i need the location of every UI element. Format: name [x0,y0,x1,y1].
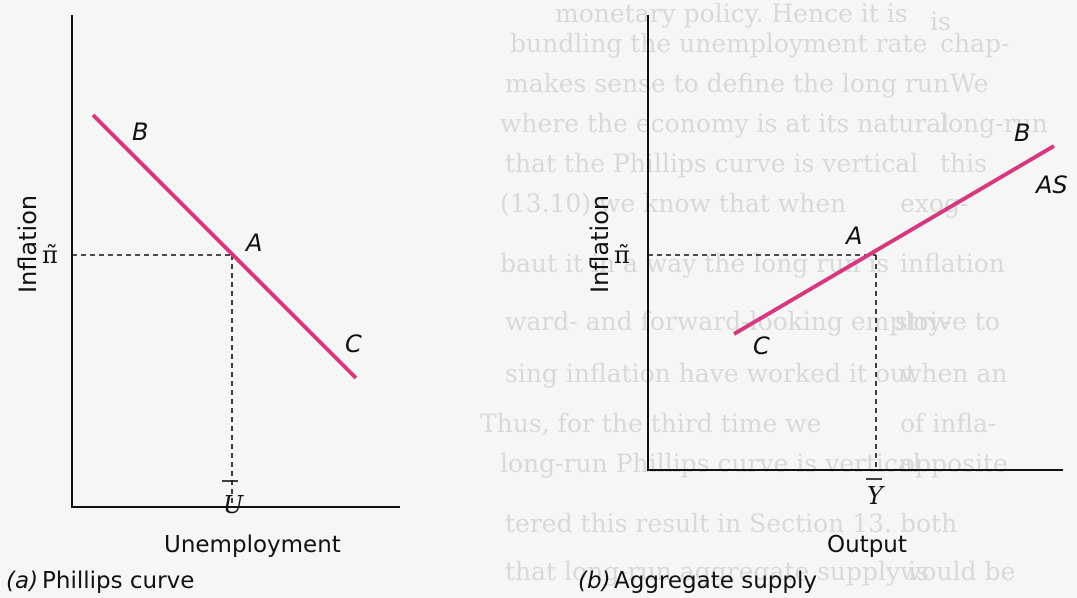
panel-b-point-c: C [753,332,770,360]
svg-text:would be: would be [900,557,1015,586]
svg-text:where the economy is at its na: where the economy is at its natural [500,109,949,138]
svg-text:is: is [930,7,951,36]
svg-text:long-run Phillips curve is ver: long-run Phillips curve is vertical [500,449,921,478]
panel-a-point-a: A [244,229,262,257]
panel-a-caption-text: Phillips curve [42,568,194,594]
svg-text:Thus, for the third time we: Thus, for the third time we [480,409,821,438]
svg-text:long-run: long-run [940,109,1048,138]
panel-a-point-b: B [132,118,148,146]
svg-text:(13.10) we know that when: (13.10) we know that when [500,189,846,218]
svg-text:bundling the unemployment rate: bundling the unemployment rate [510,29,927,58]
svg-text:sing inflation have worked it: sing inflation have worked it out [505,359,916,388]
panel-b-point-b: B [1014,119,1030,147]
svg-text:both: both [900,509,957,538]
panel-b-y-bar-tick: Y [867,482,885,510]
panel-a-y-axis-label: Inflation [14,195,42,293]
svg-text:makes sense to define the long: makes sense to define the long run [505,69,949,98]
svg-text:that the Phillips curve is ver: that the Phillips curve is vertical [505,149,918,178]
svg-text:monetary policy. Hence it is: monetary policy. Hence it is [555,0,908,28]
panel-b-caption-letter: (b) [578,568,611,594]
panel-b-x-axis-label: Output [827,532,907,558]
svg-text:strive to: strive to [895,307,1000,336]
svg-text:opposite: opposite [900,449,1008,478]
panel-b-y-axis-label: Inflation [586,195,614,293]
svg-text:of infla-: of infla- [900,409,996,438]
panel-b-point-a: A [844,222,862,250]
svg-text:ward- and forward-looking empl: ward- and forward-looking employ- [505,307,951,336]
svg-text:when an: when an [900,359,1007,388]
panel-b-caption-text: Aggregate supply [614,568,817,594]
panel-a-x-axis-label: Unemployment [164,532,341,558]
panel-a-phillips-curve: Inflation Unemployment π̃ U B A C (a) Ph… [6,15,400,594]
svg-text:chap-: chap- [940,29,1009,58]
panel-b-aggregate-supply: Inflation Output π̃ Y B AS A C (b) Aggre… [578,15,1068,594]
panel-a-phillips-line [91,113,358,380]
panel-a-caption-letter: (a) [6,568,38,594]
panel-a-point-c: C [345,330,362,358]
svg-text:inflation: inflation [900,249,1005,278]
panel-b-as-label: AS [1034,171,1068,199]
bleed-through-text: monetary policy. Hence it is bundling th… [480,0,1048,586]
panel-a-u-bar-tick: U [223,491,244,519]
panel-b-pi-tilde-tick: π̃ [614,241,630,269]
svg-text:We: We [950,69,988,98]
svg-text:baut it in a way the long run: baut it in a way the long run is [500,249,889,278]
svg-text:that long-run aggregate supply: that long-run aggregate supply is [505,557,929,586]
svg-text:this: this [940,149,987,178]
svg-text:tered this result in Section 1: tered this result in Section 13. [505,509,892,538]
panel-b-as-line [732,144,1056,336]
panel-a-pi-tilde-tick: π̃ [42,241,58,269]
